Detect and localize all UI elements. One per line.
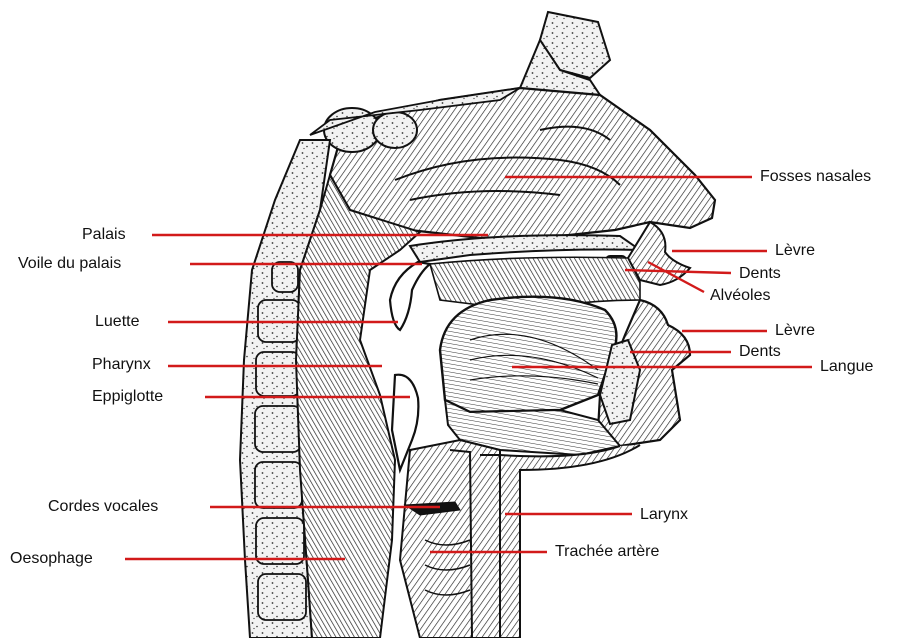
label-trachee-artere: Trachée artère: [555, 543, 659, 561]
label-palais: Palais: [82, 226, 126, 244]
label-dents-haut: Dents: [739, 265, 781, 283]
tongue-shape: [440, 297, 616, 412]
label-cordes-vocales: Cordes vocales: [48, 498, 158, 516]
label-eppiglotte: Eppiglotte: [92, 388, 163, 406]
label-langue: Langue: [820, 358, 873, 376]
label-oesophage: Oesophage: [10, 550, 93, 568]
label-levre-bas: Lèvre: [775, 322, 815, 340]
label-luette: Luette: [95, 313, 139, 331]
label-dents-bas: Dents: [739, 343, 781, 361]
label-fosses-nasales: Fosses nasales: [760, 168, 871, 186]
label-alveoles: Alvéoles: [710, 287, 770, 305]
uvula-shape: [390, 262, 430, 330]
label-levre-haut: Lèvre: [775, 242, 815, 260]
label-pharynx: Pharynx: [92, 356, 151, 374]
larynx-trachea: [400, 440, 500, 638]
neck-front-outline: [500, 445, 640, 638]
label-larynx: Larynx: [640, 506, 688, 524]
label-voile-du-palais: Voile du palais: [18, 255, 121, 273]
nasal-bone: [520, 12, 610, 96]
